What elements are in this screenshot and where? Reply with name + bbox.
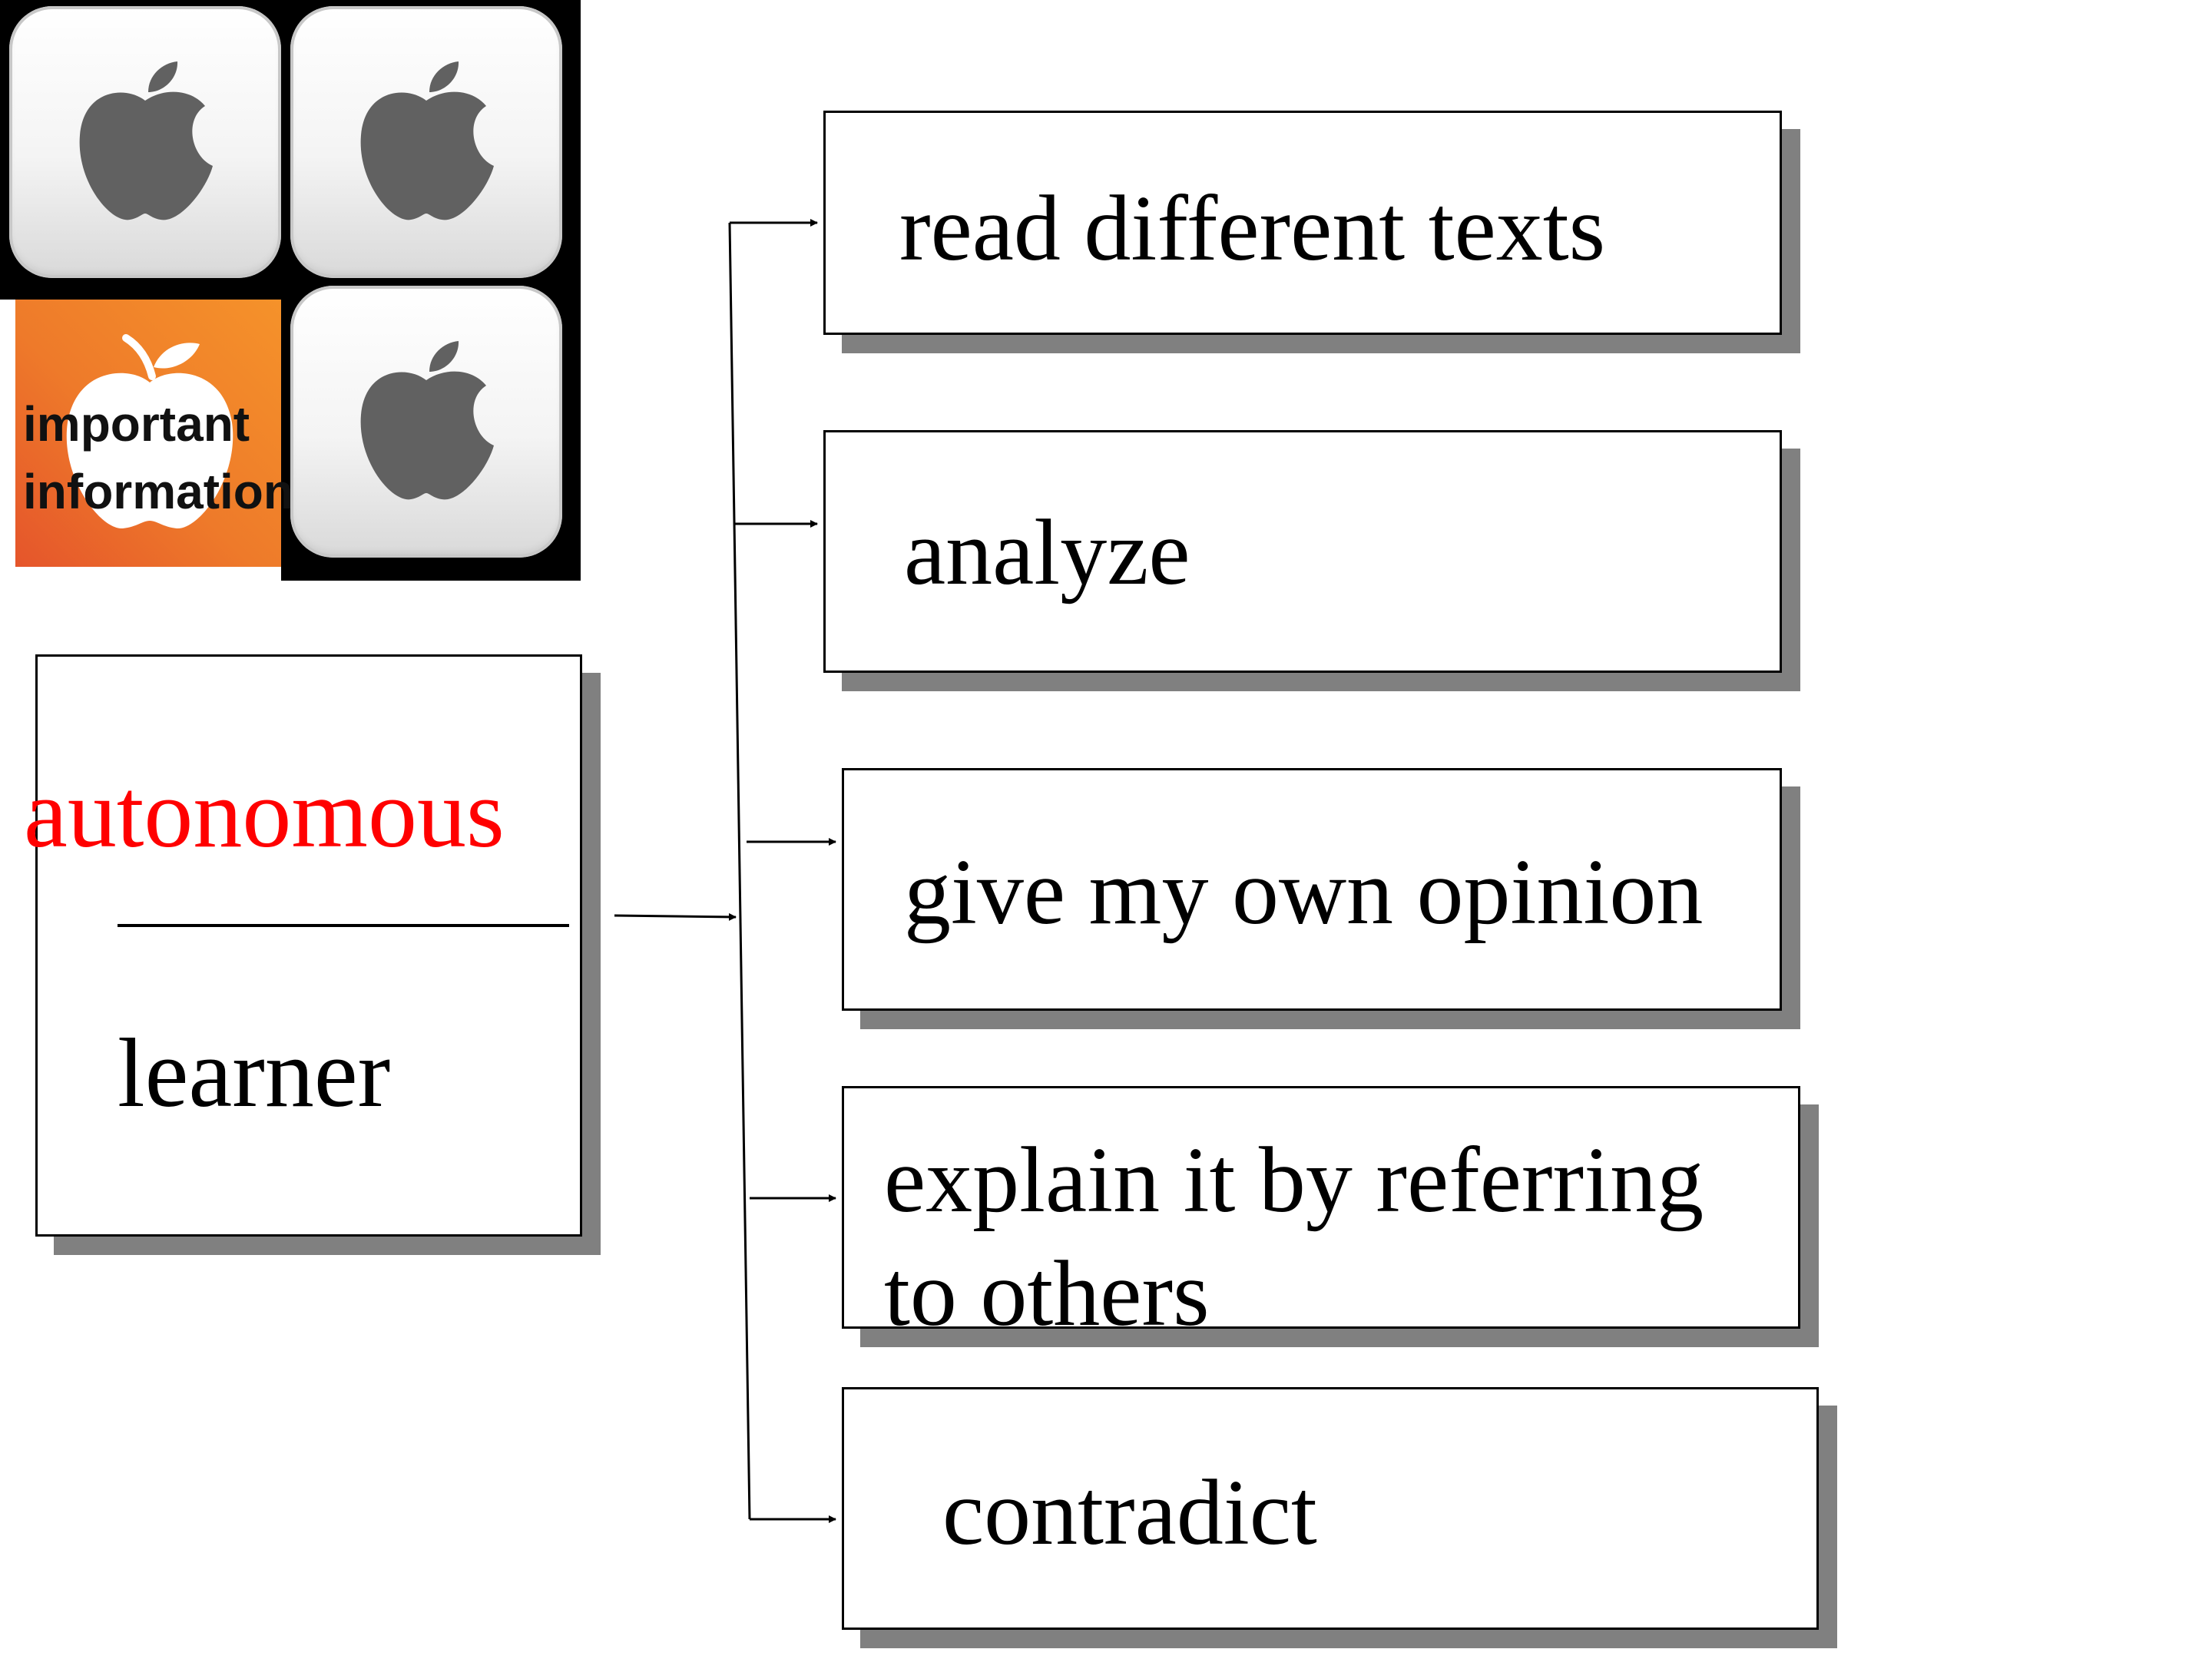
info-line-1: important — [23, 396, 250, 452]
apple-glyph-icon — [360, 61, 494, 220]
apple-glyph-icon — [79, 61, 213, 220]
step-box-contradict: contradict — [842, 1387, 1819, 1630]
learner-word: learner — [118, 1018, 391, 1128]
step-box-read-different-texts: read different texts — [823, 111, 1782, 335]
apple-outline-icon — [66, 334, 233, 529]
step-box-analyze: analyze — [823, 430, 1782, 673]
blank-underline — [118, 924, 569, 927]
step-box-give-my-own-opinion: give my own opinion — [842, 768, 1782, 1011]
step-box-explain-by-referring: explain it by referring to others — [842, 1086, 1800, 1346]
important-information-label: important information — [23, 390, 293, 525]
step-label: read different texts — [899, 177, 1606, 280]
apple-glyph-icon — [360, 341, 494, 500]
step-label: contradict — [942, 1461, 1317, 1565]
apple-icon — [9, 6, 281, 278]
filled-blank-word: autonomous — [24, 759, 505, 868]
important-information-tile: important information — [15, 300, 293, 567]
trunk-line — [728, 222, 751, 1520]
step-label: give my own opinion — [904, 840, 1704, 944]
apple-icon — [290, 286, 562, 558]
info-line-2: information — [23, 464, 293, 519]
step-label: analyze — [904, 501, 1190, 604]
apple-icon — [290, 6, 562, 278]
step-label: explain it by referring to others — [884, 1128, 1704, 1346]
autonomous-learner-box: autonomous learner — [24, 654, 582, 1237]
main-arrow — [614, 912, 737, 921]
